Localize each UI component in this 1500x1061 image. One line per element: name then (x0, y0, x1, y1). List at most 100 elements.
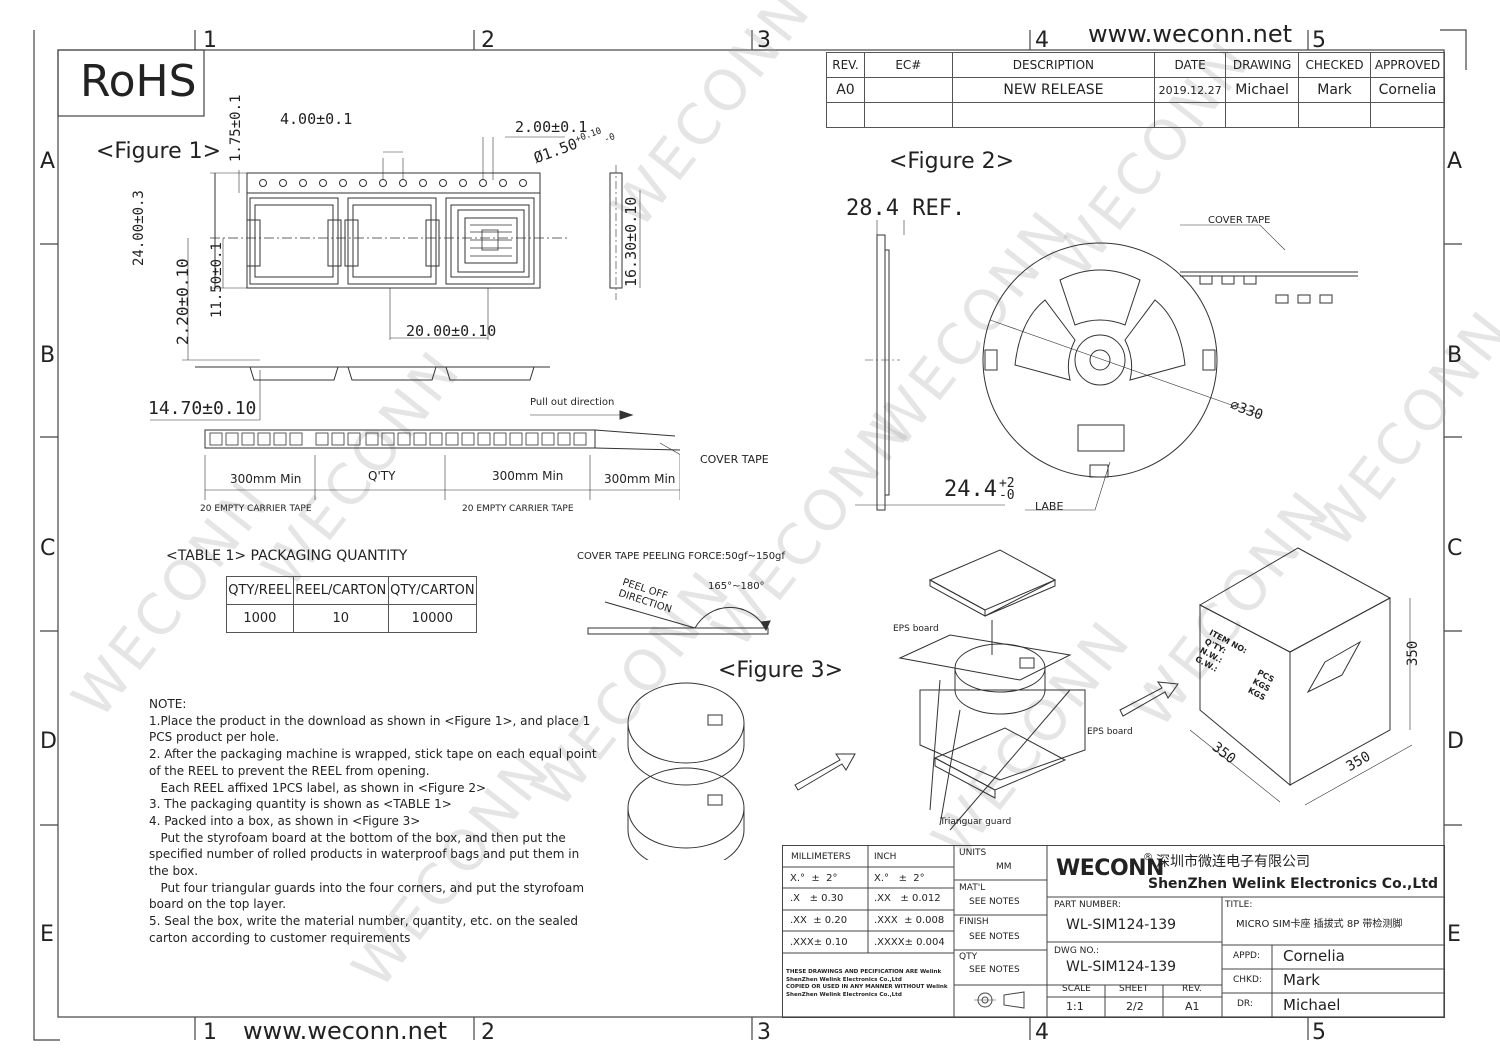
rev-header: APPROVED (1370, 52, 1445, 78)
website-bottom[interactable]: www.weconn.net (243, 1017, 448, 1045)
units-label: UNITS (959, 848, 987, 858)
website-top[interactable]: www.weconn.net (1088, 20, 1293, 48)
col-label: 1 (203, 28, 217, 53)
dim-depth: 14.70±0.10 (148, 398, 257, 419)
rev-header: CHECKED (1298, 52, 1371, 78)
segment-label: 300mm Min (492, 469, 564, 483)
pull-direction-label: Pull out direction (530, 397, 615, 408)
rev-header: EC# (863, 52, 953, 78)
triangular-guard-label: Trianguar guard (940, 817, 1012, 827)
qty-value: SEE NOTES (969, 965, 1020, 975)
rev-cell: 2019.12.27 (1154, 77, 1227, 103)
units-value: MM (996, 862, 1012, 872)
appd-label: APPD: (1233, 951, 1260, 961)
finish-value: SEE NOTES (969, 932, 1020, 942)
label-callout: LABE (1035, 500, 1064, 513)
company-logo: WECONN (1056, 856, 1164, 881)
qty-label: QTY (959, 952, 978, 962)
row-label: E (1447, 922, 1461, 947)
packaging-table: QTY/REEL REEL/CARTON QTY/CARTON 1000 10 … (226, 576, 478, 633)
col-label: 5 (1312, 28, 1326, 53)
dim-pitch2: 2.00±0.1 (515, 118, 588, 136)
dim-ref: 28.4 REF. (846, 196, 966, 221)
row-label: B (1447, 343, 1463, 368)
note-line: of the REEL to prevent the REEL from ope… (149, 763, 430, 778)
rev-cell: Cornelia (1370, 77, 1445, 103)
title-label: TITLE: (1225, 900, 1253, 910)
table1-title: <TABLE 1> PACKAGING QUANTITY (166, 548, 408, 564)
row-label: D (40, 729, 57, 754)
row-label: A (40, 149, 56, 174)
figure3-drawing (627, 547, 1413, 860)
sheet-label: SHEET (1119, 984, 1149, 994)
rev-header: DESCRIPTION (951, 52, 1156, 78)
row-label: B (40, 343, 56, 368)
dr-label: DR: (1237, 999, 1253, 1009)
dim-pitch: 4.00±0.1 (280, 110, 353, 128)
appd-value: Cornelia (1283, 947, 1345, 965)
col-label: 2 (481, 1020, 495, 1045)
cover-tape-label: COVER TAPE (1208, 215, 1271, 226)
scale-value: 1:1 (1066, 1000, 1084, 1013)
tol-inch: X.° ± 2° (874, 873, 925, 884)
col-label: 4 (1035, 28, 1049, 53)
matl-value: SEE NOTES (969, 897, 1020, 907)
title-block-grid (782, 845, 1445, 1018)
col-label: 4 (1035, 1020, 1049, 1045)
company-name-en: ShenZhen Welink Electronics Co.,Ltd (1148, 876, 1438, 892)
col-label: 1 (203, 1020, 217, 1045)
packaging-cell: 10000 (387, 604, 478, 633)
col-label: 3 (757, 1020, 771, 1045)
note-line: specified number of rolled products in w… (149, 847, 580, 862)
chkd-value: Mark (1283, 971, 1320, 989)
note-line: Each REEL affixed 1PCS label, as shown i… (149, 780, 487, 795)
tol-inch: .XX ± 0.012 (874, 893, 941, 904)
tol-mm: .XXX± 0.10 (790, 937, 848, 948)
tol-mm-header: MILLIMETERS (791, 852, 851, 862)
revision-table: REV. EC# DESCRIPTION DATE DRAWING CHECKE… (826, 52, 1445, 128)
dr-value: Michael (1283, 996, 1341, 1014)
segment-label: Q'TY (368, 469, 396, 483)
peel-angle-label: 165°~180° (708, 581, 765, 592)
note-line: carton according to customer requirement… (149, 930, 411, 945)
figure2-reel (855, 220, 1358, 511)
finish-label: FINISH (959, 917, 989, 927)
part-number-label: PART NUMBER: (1054, 900, 1121, 910)
peel-diagram (587, 601, 771, 635)
figure2-title: <Figure 2> (889, 149, 1015, 174)
rev-label: REV. (1182, 984, 1202, 994)
col-label: 5 (1312, 1020, 1326, 1045)
eps-board-label: EPS board (893, 624, 939, 634)
note-line: 5. Seal the box, write the material numb… (149, 914, 579, 929)
tol-mm: X.° ± 2° (790, 873, 838, 884)
note-line: PCS product per hole. (149, 730, 280, 745)
rev-header: DATE (1154, 52, 1227, 78)
eps-board-label: EPS board (1087, 727, 1133, 737)
carton-height: 350 (1405, 640, 1421, 666)
rev-cell: NEW RELEASE (951, 77, 1156, 103)
row-label: E (40, 922, 54, 947)
tol-inch-header: INCH (874, 852, 897, 862)
empty-tape-label: 20 EMPTY CARRIER TAPE (200, 504, 312, 514)
tol-mm: .X ± 0.30 (790, 893, 844, 904)
dim-width: 24.00±0.3 (131, 190, 147, 266)
matl-label: MAT'L (959, 883, 986, 893)
note-line: the box. (149, 864, 199, 879)
cover-tape-label: COVER TAPE (700, 453, 769, 466)
note-line: 4. Packed into a box, as shown in <Figur… (149, 813, 421, 828)
tol-inch: .XXX ± 0.008 (874, 915, 945, 926)
packaging-header: REEL/CARTON (292, 576, 389, 605)
scale-label: SCALE (1062, 984, 1091, 994)
part-number-value: WL-SIM124-139 (1066, 917, 1177, 933)
title-value: MICRO SIM卡座 插拔式 8P 带检测脚 (1236, 919, 1403, 930)
tol-mm: .XX ± 0.20 (790, 915, 848, 926)
dim-height: 16.30±0.10 (622, 196, 640, 287)
rev-header: REV. (826, 52, 865, 78)
rev-cell: A0 (826, 77, 865, 103)
registered-mark: ® (1143, 852, 1153, 863)
note-line: Put four triangular guards into the four… (149, 880, 585, 895)
disclaimer: THESE DRAWINGS AND PECIFICATION ARE Weli… (786, 969, 948, 998)
rev-cell: Mark (1298, 77, 1371, 103)
chkd-label: CHKD: (1233, 975, 1262, 985)
